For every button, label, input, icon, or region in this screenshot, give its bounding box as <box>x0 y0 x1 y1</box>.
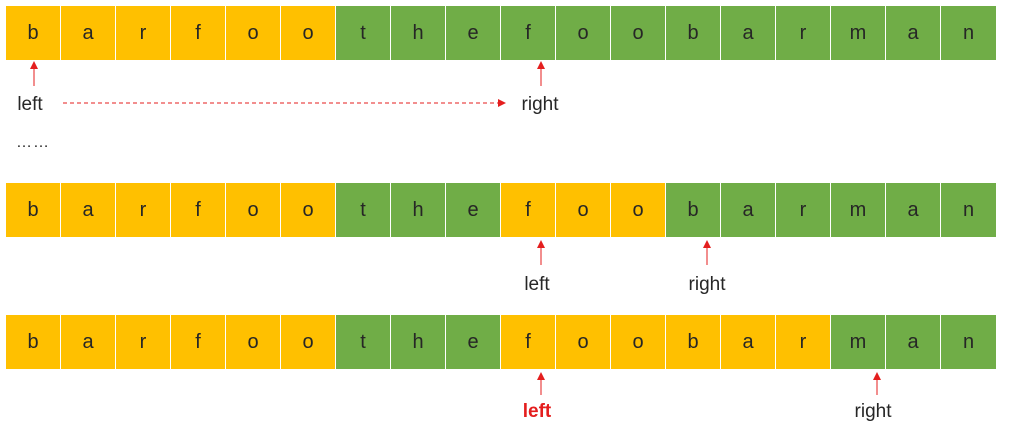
char-cell: r <box>776 315 831 369</box>
char-cell: a <box>61 315 116 369</box>
char-cell: t <box>336 315 391 369</box>
char-cell: a <box>886 6 941 60</box>
char-cell: o <box>611 315 666 369</box>
char-cell: e <box>446 315 501 369</box>
char-cell: r <box>776 183 831 237</box>
char-cell: f <box>171 183 226 237</box>
row1-left-label: left <box>17 94 43 115</box>
char-cell: m <box>831 315 886 369</box>
char-cell: n <box>941 183 996 237</box>
char-cell: a <box>61 6 116 60</box>
char-cell: f <box>501 315 556 369</box>
ellipsis: …… <box>16 134 50 151</box>
char-cell: a <box>721 6 776 60</box>
char-cell: t <box>336 6 391 60</box>
char-cell: o <box>611 6 666 60</box>
row1-right-label: right <box>521 94 559 115</box>
char-cell: f <box>501 6 556 60</box>
char-cell: o <box>281 183 336 237</box>
char-cell: f <box>501 183 556 237</box>
char-cell: h <box>391 315 446 369</box>
char-cell: o <box>226 6 281 60</box>
char-cell: b <box>6 6 61 60</box>
char-cell: h <box>391 6 446 60</box>
char-cell: a <box>721 183 776 237</box>
char-cell: f <box>171 6 226 60</box>
char-cell: h <box>391 183 446 237</box>
char-cell: b <box>6 315 61 369</box>
char-cell: o <box>556 315 611 369</box>
char-cell: b <box>666 6 721 60</box>
char-cell: a <box>721 315 776 369</box>
char-cell: a <box>886 315 941 369</box>
row3-right-label: right <box>854 401 892 422</box>
char-cell: o <box>611 183 666 237</box>
char-cell: e <box>446 6 501 60</box>
char-cell: t <box>336 183 391 237</box>
row2-right-label: right <box>688 274 726 295</box>
char-cell: o <box>226 315 281 369</box>
row2-left-label: left <box>524 274 550 295</box>
char-cell: a <box>886 183 941 237</box>
char-cell: m <box>831 6 886 60</box>
char-cell: r <box>116 183 171 237</box>
char-cell: o <box>226 183 281 237</box>
char-cell: o <box>281 6 336 60</box>
char-cell: n <box>941 6 996 60</box>
char-cell: b <box>666 315 721 369</box>
char-cell: r <box>776 6 831 60</box>
char-cell: b <box>666 183 721 237</box>
char-cell: n <box>941 315 996 369</box>
char-cell: b <box>6 183 61 237</box>
char-cell: o <box>556 6 611 60</box>
char-cell: m <box>831 183 886 237</box>
char-cell: e <box>446 183 501 237</box>
char-cell: a <box>61 183 116 237</box>
row3-left-label: left <box>522 401 552 422</box>
char-cell: f <box>171 315 226 369</box>
char-cell: r <box>116 315 171 369</box>
char-cell: o <box>281 315 336 369</box>
char-cell: o <box>556 183 611 237</box>
char-cell: r <box>116 6 171 60</box>
